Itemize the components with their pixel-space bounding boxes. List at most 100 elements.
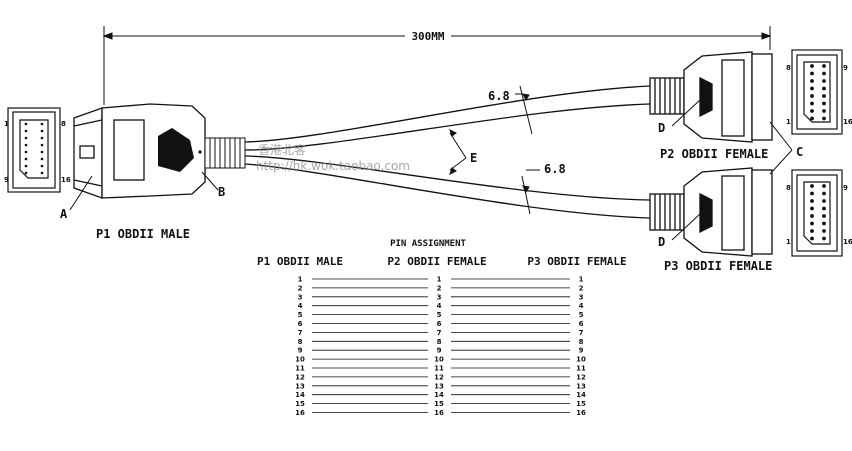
p3-face-pin-dot: [810, 199, 814, 203]
p2-face-pin-dot: [810, 79, 814, 83]
p2-face-pin-dot: [810, 71, 814, 76]
p3-face-pin-dot: [822, 191, 826, 196]
callout-leaders: [69, 99, 793, 241]
p1-face-pin-1: 1: [4, 120, 9, 128]
watermark-text: 香港北客: [258, 142, 306, 157]
pin-cell: 15: [295, 400, 305, 408]
pin-cell: 12: [434, 373, 444, 381]
p3-face-pin-dot: [810, 229, 814, 233]
pin-cell: 16: [576, 409, 586, 417]
p2-face-pin-dot: [822, 101, 826, 106]
p1-face-pin-dot: [40, 150, 44, 154]
p1-face-pin-dot: [40, 136, 44, 140]
p2-face-pin-8: 8: [786, 64, 791, 72]
p2-face-pin-dot: [822, 109, 826, 113]
p3-face-pin-8: 8: [786, 184, 791, 192]
pin-cell: 15: [576, 400, 586, 408]
pin-cell: 5: [579, 311, 584, 319]
cable-top-upper: [244, 85, 651, 143]
pin-cell: 8: [298, 338, 303, 346]
p2-name: P2 OBDII FEMALE: [660, 147, 768, 161]
p1-strain-relief: [204, 137, 246, 169]
p1-face-pins: [24, 122, 44, 175]
watermark: 香港北客 http://hk.wok.taobao.com: [256, 142, 410, 173]
p1-face-pin-dot: [24, 136, 28, 140]
p1-face-pin-dot: [40, 143, 44, 147]
p2-face-pin-9: 9: [843, 64, 848, 72]
pin-cell: 16: [295, 409, 305, 417]
pin-cell: 5: [298, 311, 303, 319]
pin-cell: 3: [579, 293, 584, 301]
p3-face-pin-dot: [810, 214, 814, 218]
p1-face-pin-dot: [24, 143, 28, 147]
pin-cell: 14: [576, 391, 586, 399]
pin-cell: 9: [298, 347, 303, 355]
pin-cell: 15: [434, 400, 444, 408]
p1-face-pin-9: 9: [4, 176, 9, 184]
p2-face-view: [791, 49, 843, 135]
pin-cell: 6: [298, 320, 303, 328]
pin-cell: 2: [579, 284, 584, 292]
diameter-bottom-label: 6.8: [544, 162, 566, 176]
pin-cell: 4: [437, 302, 442, 310]
pin-cell: 3: [298, 293, 303, 301]
p1-face-pin-dot: [24, 164, 28, 168]
p3-face-pin-dot: [810, 206, 814, 211]
p2-face-pin-dot: [822, 79, 826, 83]
watermark-url: http://hk.wok.taobao.com: [256, 159, 410, 173]
dimension-length: 300MM: [411, 30, 444, 43]
cable-top-lower: [244, 103, 651, 151]
p1-face-pin-16: 16: [61, 176, 71, 184]
diameter-markers: [515, 85, 540, 215]
p1-face-pin-dot: [40, 129, 44, 133]
p3-name: P3 OBDII FEMALE: [664, 259, 772, 273]
p1-face-pin-dot: [24, 150, 28, 154]
p3-face-pin-dot: [822, 184, 826, 188]
p2-face-pin-dot: [822, 116, 826, 121]
pin-cell: 6: [437, 320, 442, 328]
label-d-bottom: D: [658, 235, 665, 249]
p1-face-pin-8: 8: [61, 120, 66, 128]
p2-connector: [649, 51, 773, 143]
p1-face-pin-dot: [24, 171, 28, 175]
p1-face-pin-dot: [40, 171, 44, 175]
pin-cell: 14: [434, 391, 444, 399]
pin-cell: 11: [295, 365, 305, 373]
p3-face-pin-dot: [810, 184, 814, 188]
p3-face-pin-dot: [810, 236, 814, 241]
p1-connector-body: [73, 103, 206, 199]
pin-cell: 9: [579, 347, 584, 355]
pin-cell: 11: [576, 365, 586, 373]
pin-table-header-p1: P1 OBDII MALE: [257, 255, 343, 268]
pin-table-header-p3: P3 OBDII FEMALE: [527, 255, 626, 268]
cables: [244, 85, 651, 219]
p2-face-pin-1: 1: [786, 118, 791, 126]
pin-cell: 8: [437, 338, 442, 346]
p1-face-pin-dot: [24, 157, 28, 161]
cable-e-leader: [449, 129, 467, 175]
p3-face-pin-1: 1: [786, 238, 791, 246]
pin-cell: 12: [576, 373, 586, 381]
pin-cell: 6: [579, 320, 584, 328]
p3-face-pin-dot: [822, 236, 826, 241]
pin-cell: 4: [298, 302, 303, 310]
label-a: A: [60, 207, 68, 221]
pin-cell: 2: [298, 284, 303, 292]
p2-face-pin-dot: [822, 94, 826, 98]
label-e: E: [470, 151, 477, 165]
pin-table-title: PIN ASSIGNMENT: [390, 239, 466, 249]
p1-marker-dot: [198, 150, 202, 154]
p2-face-pin-dot: [810, 64, 814, 68]
cable-bottom-lower: [244, 163, 651, 219]
p3-face-pin-dot: [822, 229, 826, 233]
pin-cell: 11: [434, 365, 444, 373]
p3-face-pin-dot: [822, 214, 826, 218]
p3-face-pin-dot: [810, 221, 814, 226]
p3-face-pin-dot: [822, 199, 826, 203]
diameter-top-label: 6.8: [488, 89, 510, 103]
pin-cell: 9: [437, 347, 442, 355]
label-c: C: [796, 145, 803, 159]
